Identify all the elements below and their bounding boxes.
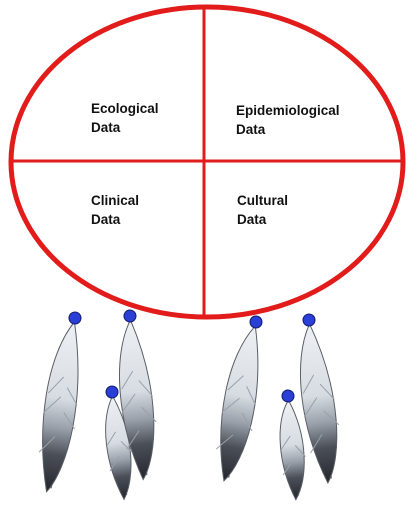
quadrant-label-line: Data (236, 122, 266, 137)
bead-icon (302, 313, 316, 327)
bead-icon (249, 315, 263, 329)
quadrant-label-ecological: Ecological Data (91, 99, 159, 137)
quadrant-label-line: Clinical (91, 193, 140, 208)
feather-2 (105, 385, 132, 501)
feather-1 (38, 311, 82, 493)
bead-icon (68, 311, 82, 325)
bead-icon (105, 385, 119, 399)
quadrant-label-line: Ecological (91, 101, 159, 116)
feather-3 (119, 309, 157, 481)
feather-5 (279, 389, 306, 501)
quadrant-label-epidemiological: Epidemiological Data (236, 101, 340, 139)
quadrant-label-clinical: Clinical Data (91, 191, 139, 229)
feather-6 (299, 313, 340, 485)
quadrant-label-line: Data (91, 212, 121, 227)
feather-4 (216, 315, 263, 482)
quadrant-label-line: Epidemiological (236, 103, 340, 118)
quadrant-label-cultural: Cultural Data (237, 191, 288, 229)
bead-icon (281, 389, 295, 403)
quadrant-label-line: Data (237, 212, 267, 227)
quadrant-label-line: Cultural (237, 193, 289, 208)
quadrant-label-line: Data (91, 120, 121, 135)
bead-icon (123, 309, 137, 323)
